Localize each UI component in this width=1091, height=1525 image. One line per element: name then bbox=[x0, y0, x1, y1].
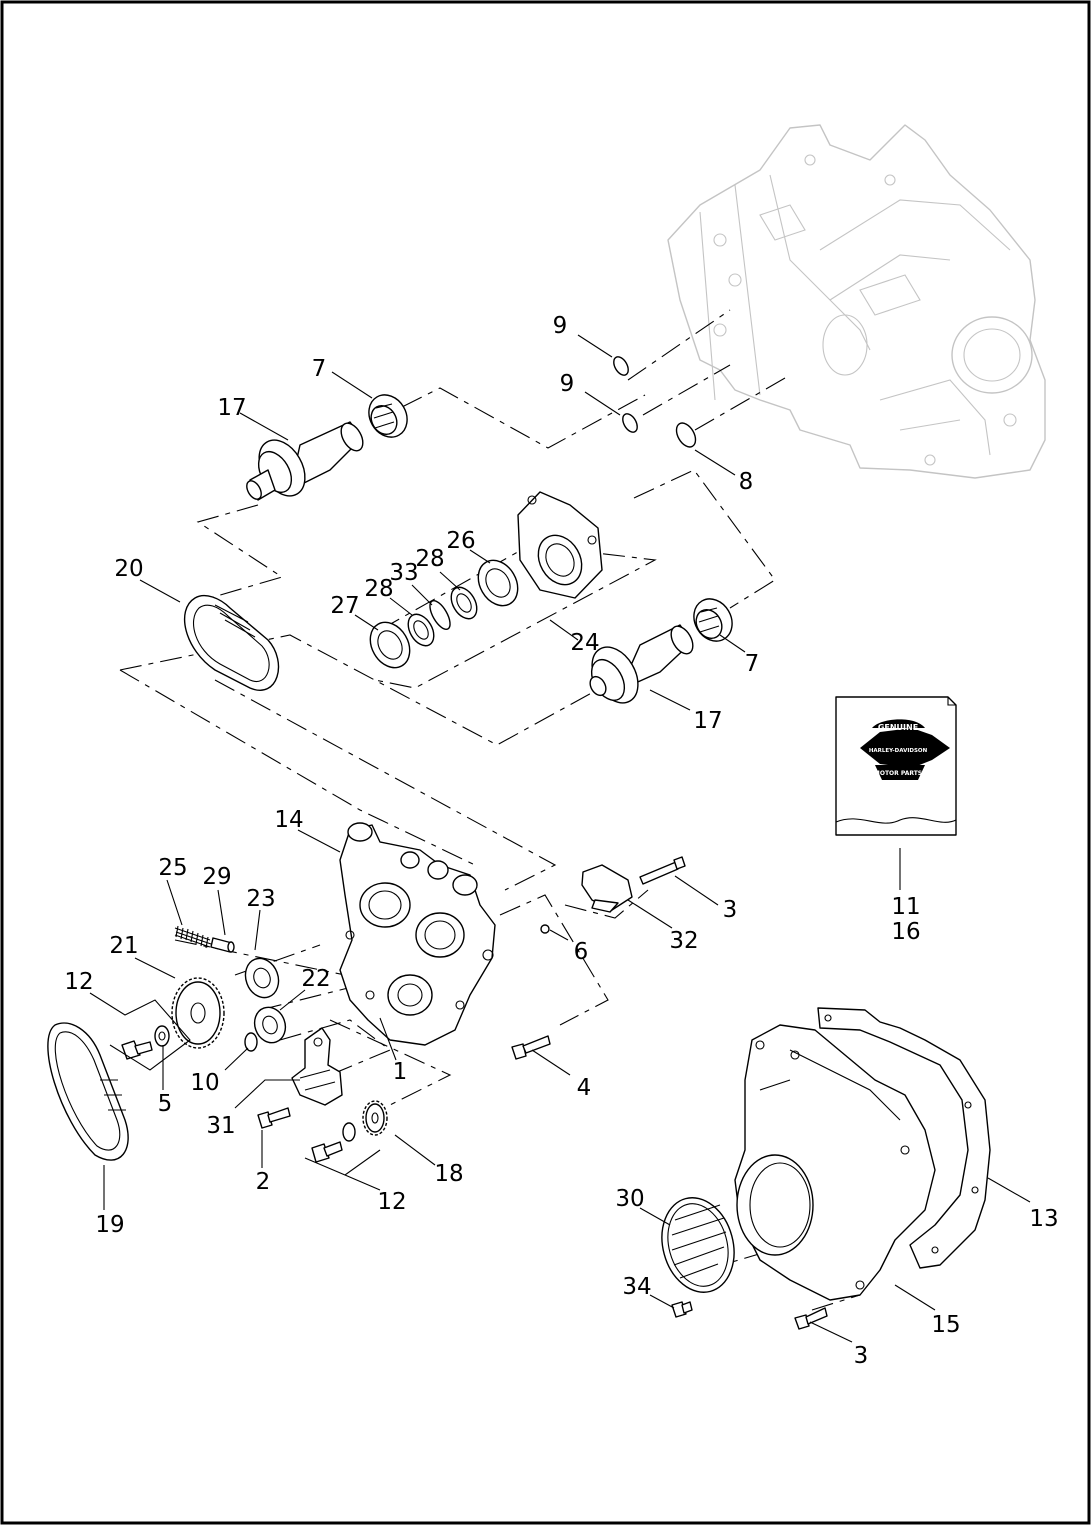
callout-7-upper: 7 bbox=[312, 356, 327, 382]
bearing-27 bbox=[369, 621, 411, 669]
callout-12-upper: 12 bbox=[64, 969, 93, 995]
callout-23: 23 bbox=[246, 886, 275, 912]
o-ring-9-upper bbox=[613, 356, 629, 376]
screw-3-lower bbox=[794, 1307, 828, 1330]
cam-support-housing-24 bbox=[517, 491, 603, 599]
o-ring-9-lower bbox=[622, 413, 638, 433]
bolt-4 bbox=[511, 1035, 551, 1060]
bolt-12-lower bbox=[311, 1141, 343, 1163]
logo-line-1: GENUINE bbox=[878, 723, 918, 732]
callout-3-lower: 3 bbox=[854, 1343, 869, 1369]
screw-34 bbox=[671, 1301, 693, 1318]
bolt-12-upper bbox=[121, 1040, 153, 1060]
callout-32: 32 bbox=[669, 928, 698, 954]
timer-cover-30 bbox=[661, 1197, 735, 1293]
chain-20 bbox=[183, 594, 280, 691]
callout-11: 11 bbox=[891, 894, 920, 920]
callout-28-upper: 28 bbox=[415, 546, 444, 572]
callout-8: 8 bbox=[739, 469, 754, 495]
callout-5: 5 bbox=[158, 1091, 173, 1117]
sprocket-21 bbox=[171, 977, 225, 1049]
callout-31: 31 bbox=[206, 1113, 235, 1139]
bolt-2 bbox=[257, 1107, 291, 1129]
chain-19 bbox=[47, 1022, 129, 1161]
callout-21: 21 bbox=[109, 933, 138, 959]
callout-16: 16 bbox=[891, 919, 920, 945]
washer-5 bbox=[154, 1025, 170, 1047]
callout-17-lower: 17 bbox=[693, 708, 722, 734]
spring-25 bbox=[174, 925, 212, 949]
retaining-ring-33 bbox=[429, 600, 451, 630]
callout-20: 20 bbox=[114, 556, 143, 582]
washer-12-lower bbox=[342, 1122, 356, 1142]
callout-18: 18 bbox=[434, 1161, 463, 1187]
sensor-32 bbox=[581, 864, 633, 913]
callout-22: 22 bbox=[301, 966, 330, 992]
washer-23 bbox=[244, 957, 280, 999]
callout-13: 13 bbox=[1029, 1206, 1058, 1232]
washer-28-left bbox=[407, 613, 435, 647]
callout-labels: 9 9 8 7 17 20 26 28 33 28 27 24 7 17 14 … bbox=[64, 313, 1058, 1369]
logo-line-2: HARLEY-DAVIDSON bbox=[869, 748, 928, 754]
camshaft-17-upper bbox=[246, 421, 364, 501]
callout-17-upper: 17 bbox=[217, 395, 246, 421]
crankcase-ghost bbox=[667, 124, 1046, 479]
callout-2: 2 bbox=[256, 1169, 271, 1195]
leader-lines bbox=[89, 334, 1031, 1343]
logo-line-3: MOTOR PARTS bbox=[874, 770, 922, 777]
callout-7-lower: 7 bbox=[745, 651, 760, 677]
harley-davidson-logo: GENUINE HARLEY-DAVIDSON MOTOR PARTS bbox=[860, 719, 950, 780]
callout-24: 24 bbox=[570, 630, 599, 656]
callout-33: 33 bbox=[389, 560, 418, 586]
o-ring-8 bbox=[675, 422, 697, 448]
callout-14: 14 bbox=[274, 807, 303, 833]
callout-6: 6 bbox=[574, 939, 589, 965]
callout-3-upper: 3 bbox=[723, 897, 738, 923]
callout-34: 34 bbox=[622, 1274, 651, 1300]
callout-9-upper: 9 bbox=[553, 313, 568, 339]
bearing-7-lower bbox=[693, 598, 733, 642]
callout-28-lower: 28 bbox=[364, 576, 393, 602]
callout-1: 1 bbox=[393, 1059, 408, 1085]
callout-30: 30 bbox=[615, 1186, 644, 1212]
callout-26: 26 bbox=[446, 528, 475, 554]
callout-4: 4 bbox=[577, 1075, 592, 1101]
callout-29: 29 bbox=[202, 864, 231, 890]
callout-12-lower: 12 bbox=[377, 1189, 406, 1215]
callout-27: 27 bbox=[330, 593, 359, 619]
callout-19: 19 bbox=[95, 1212, 124, 1238]
screw-3-upper bbox=[639, 856, 686, 885]
callout-15: 15 bbox=[931, 1312, 960, 1338]
callout-10: 10 bbox=[190, 1070, 219, 1096]
sprocket-18 bbox=[362, 1100, 388, 1136]
pin-29 bbox=[210, 937, 235, 953]
camshaft-17-lower bbox=[589, 624, 694, 704]
tensioner-31 bbox=[291, 1027, 343, 1106]
washer-22 bbox=[253, 1006, 287, 1044]
cam-support-plate-14 bbox=[339, 822, 496, 1046]
callout-9-lower: 9 bbox=[560, 371, 575, 397]
callout-25: 25 bbox=[158, 855, 187, 881]
gasket-13 bbox=[817, 1007, 991, 1269]
gear-cover-15 bbox=[734, 1024, 936, 1301]
washer-28-right bbox=[450, 586, 478, 620]
retaining-ring-10 bbox=[244, 1032, 258, 1052]
bearing-7-upper bbox=[368, 394, 408, 438]
bearing-26 bbox=[477, 559, 519, 607]
ball-6 bbox=[540, 924, 550, 934]
